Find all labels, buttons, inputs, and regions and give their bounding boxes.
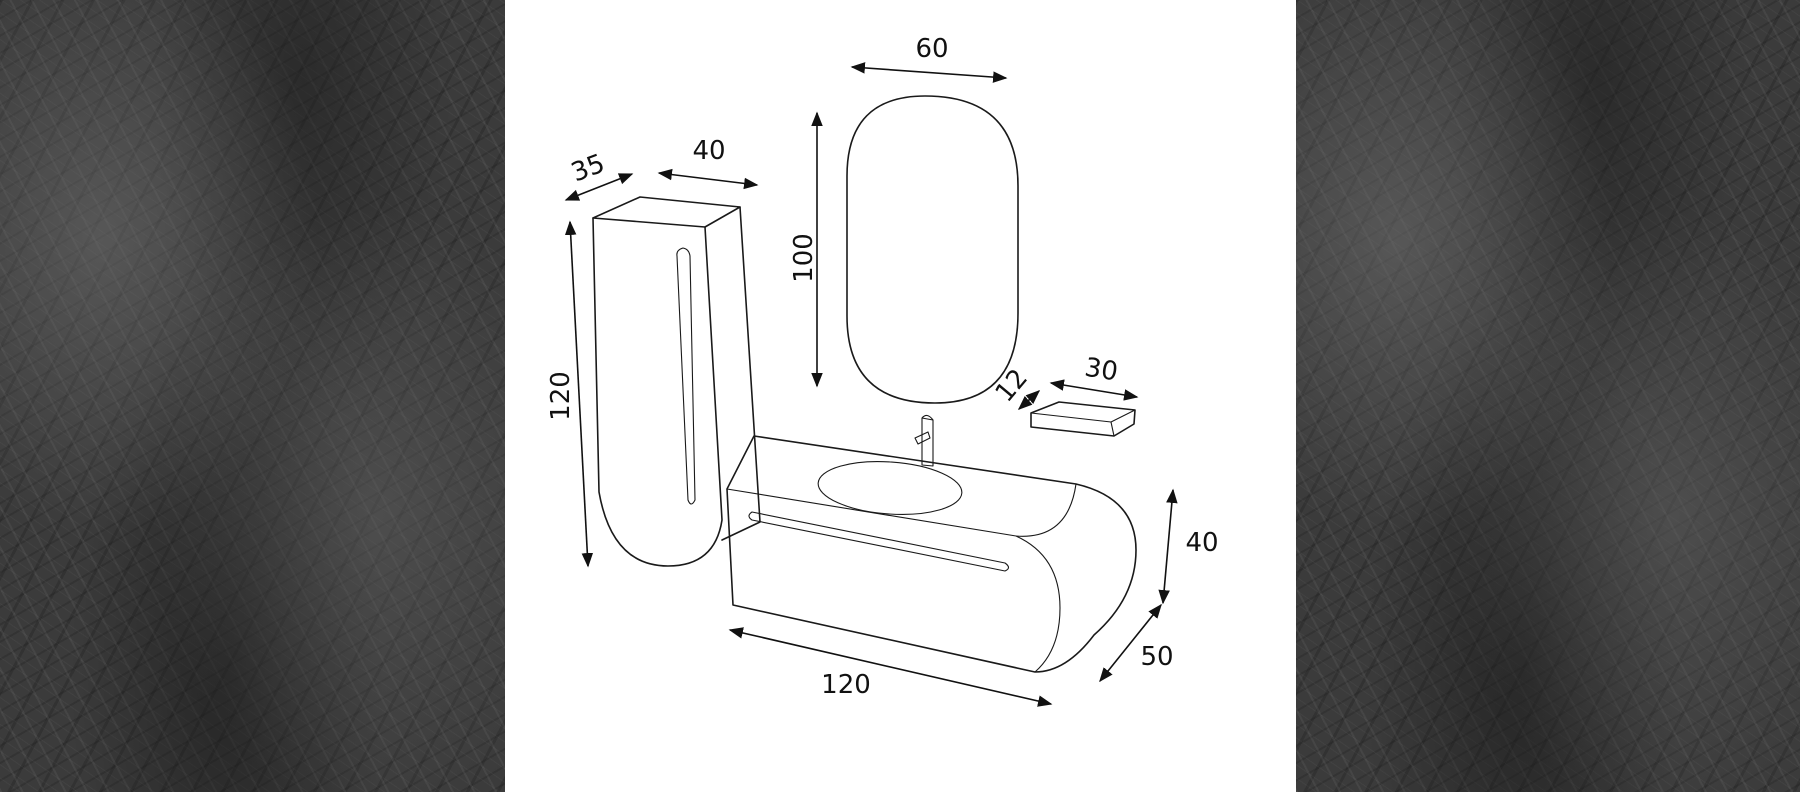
product-dimension-drawing: 35 40 120 60 100 12 30 40 50 120 [546,34,1219,707]
oval-mirror [846,95,1019,404]
cabinet-height-label: 120 [546,371,576,421]
marble-texture-left [0,0,505,792]
mirror-height-label: 100 [789,233,819,283]
dimension-lines [564,62,1178,707]
vanity-depth-label: 50 [1140,642,1173,672]
vanity-height-label: 40 [1185,528,1218,558]
vanity-width-label: 120 [821,670,871,700]
cabinet-width-label: 40 [692,136,725,166]
cabinet-depth-label: 35 [567,149,609,189]
mirror-width-label: 60 [915,34,948,64]
diagram-panel: 35 40 120 60 100 12 30 40 50 120 [505,0,1296,792]
wall-shelf [1030,401,1136,437]
shelf-width-label: 30 [1083,353,1120,388]
marble-texture-right [1296,0,1800,792]
vanity-unit [726,414,1137,673]
tall-cabinet [592,196,761,567]
